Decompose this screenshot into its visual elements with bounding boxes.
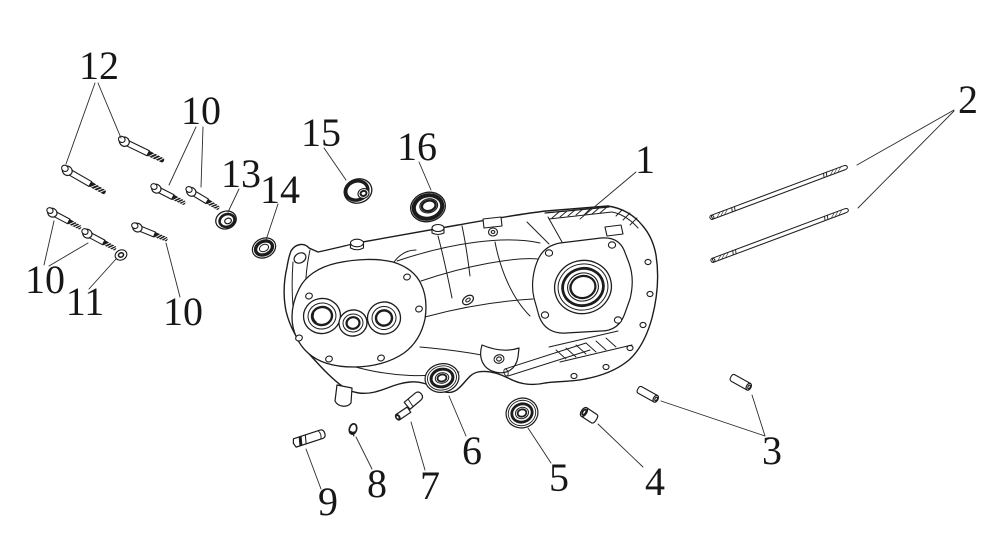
part-15-grommet <box>343 178 373 204</box>
callout-label-10-top: 10 <box>181 88 221 133</box>
leader-2 <box>856 109 955 209</box>
leader-7 <box>410 421 426 471</box>
breather-hole <box>461 294 475 306</box>
ribbed-ridge <box>544 206 639 229</box>
part-12-bolt-b <box>115 133 167 166</box>
part-10-bolt-d <box>79 226 119 254</box>
callout-label-6: 6 <box>462 428 482 473</box>
leader-13 <box>227 188 240 213</box>
callout-label-15: 15 <box>301 110 341 155</box>
callout-label-10-mid: 10 <box>163 289 203 334</box>
callout-label-13: 13 <box>221 151 261 196</box>
leader-10-top <box>168 126 204 188</box>
part-6-ball-bearing <box>424 363 460 393</box>
part-9-roll-pin <box>292 429 326 448</box>
callout-label-3: 3 <box>762 428 782 473</box>
leader-10-left <box>43 220 89 267</box>
part-5-ball-bearing <box>505 397 539 429</box>
leader-16 <box>418 161 432 191</box>
callout-label-1: 1 <box>635 137 655 182</box>
callout-label-11: 11 <box>65 279 105 324</box>
leader-1 <box>579 171 637 220</box>
callout-label-14: 14 <box>260 167 300 212</box>
callout-label-7: 7 <box>420 463 440 508</box>
leader-12 <box>65 82 122 165</box>
part-10-bolt-c <box>44 205 84 233</box>
leader-11 <box>88 258 117 290</box>
flange-bolt-holes <box>295 273 423 363</box>
part-3-dowel-pin-left <box>635 385 661 404</box>
bottom-ribs <box>503 330 633 377</box>
leader-9 <box>305 448 322 490</box>
callout-label-8: 8 <box>367 461 387 506</box>
part-14-seal-ring <box>251 237 277 259</box>
leader-15 <box>323 147 347 181</box>
part-10-bolt-e <box>129 220 170 245</box>
leader-lines <box>43 82 955 490</box>
crankshaft-bearing-flange <box>531 237 633 334</box>
part-7-breather-elbow <box>394 391 424 421</box>
part-2-stud-lower <box>709 207 850 264</box>
part-11-washer <box>114 249 128 261</box>
leader-5 <box>527 427 552 464</box>
callout-label-4: 4 <box>645 459 665 504</box>
part-10-bolt-b <box>183 184 222 213</box>
part-3-dowel-pin-right <box>728 373 754 392</box>
mount-ear-hole <box>293 252 307 264</box>
part-4-bushing <box>579 406 599 424</box>
leader-14 <box>265 203 279 241</box>
part-12-bolt-a <box>58 162 109 198</box>
part-13-cap <box>215 210 237 230</box>
rim-bolt-holes <box>570 258 654 380</box>
leader-4 <box>597 423 644 468</box>
top-bolt-bosses <box>349 216 624 251</box>
leader-10-mid <box>165 242 181 298</box>
callout-label-2: 2 <box>958 77 978 122</box>
callout-label-5: 5 <box>549 455 569 500</box>
leader-6 <box>448 395 467 437</box>
callout-label-10-left: 10 <box>25 257 65 302</box>
leader-8 <box>355 436 373 470</box>
part-10-bolt-a <box>148 181 188 208</box>
part-1-crankcase-half <box>283 205 659 407</box>
leader-3 <box>660 394 766 437</box>
callout-label-16: 16 <box>397 124 437 169</box>
callout-label-9: 9 <box>318 479 338 524</box>
part-16-oil-seal <box>410 191 446 223</box>
part-8-clip <box>348 423 358 437</box>
left-gasket-flange <box>291 258 427 368</box>
bottom-lugs <box>334 344 520 407</box>
callout-label-12-top: 12 <box>79 43 119 88</box>
part-2-stud-upper <box>708 164 849 221</box>
